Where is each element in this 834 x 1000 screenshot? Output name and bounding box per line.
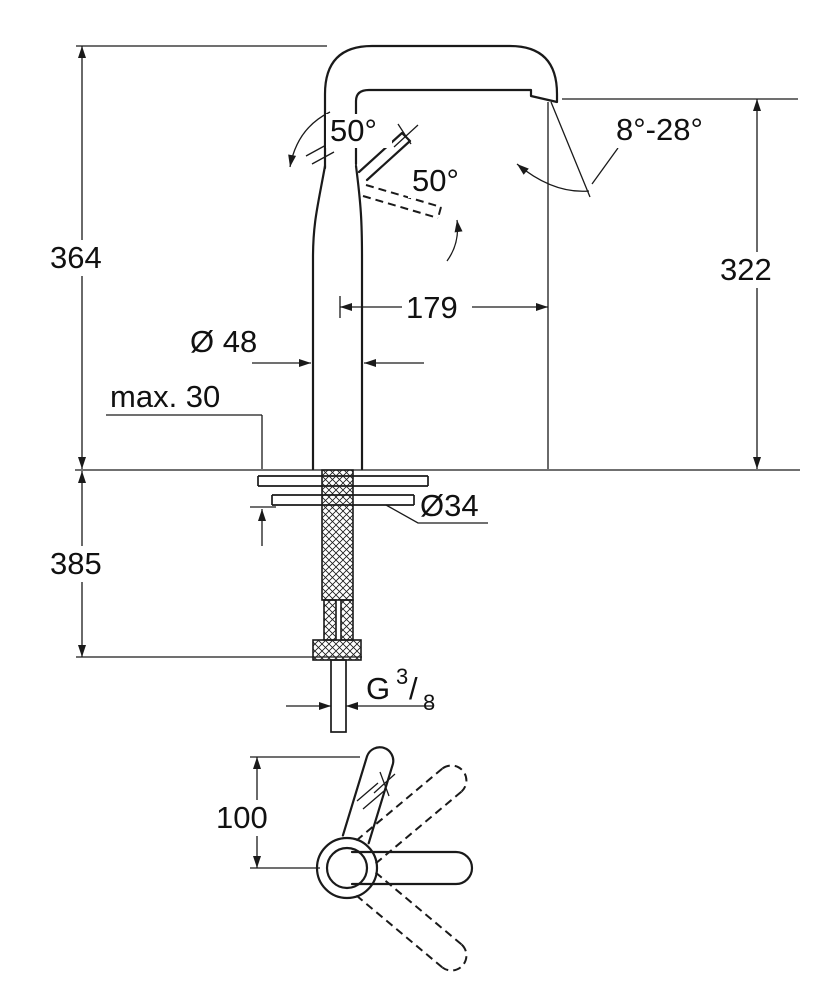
dim-364-label: 364 [50,240,102,275]
dimension-max-deck: max. 30 [106,379,276,546]
outlet-angle-ray [550,101,591,198]
top-spout-lever [356,771,396,810]
dim-100-label: 100 [216,800,268,835]
thread-prefix-label: G [366,671,390,706]
top-spout [341,746,395,845]
faucet-top-view: 100 [212,746,474,972]
dim-max30-label: max. 30 [110,379,220,414]
dimension-spout-reach: 179 [339,102,549,469]
supply-hose-left [323,599,337,641]
angle-handle-rotation: 50° [326,113,392,148]
dimension-outlet-height: 322 [562,98,798,469]
dimensions-side-view: 364 322 179 Ø 48 max. 30 [46,45,798,715]
handle-rotation-arc [288,111,331,168]
clamping-plates [257,475,429,506]
dimension-hole-diameter: Ø34 [385,488,488,524]
top-spout-dashed-up [355,764,468,865]
angle-outlet-range: 8°-28° [612,112,734,148]
angle-8-28-label: 8°-28° [616,112,703,147]
dimension-top-depth: 100 [212,756,360,869]
thread-denominator-label: 8 [423,690,435,715]
dimension-total-height: 364 [46,45,327,469]
handle-lift-arc [446,219,463,262]
outlet-angle-arc [516,163,590,192]
threaded-shaft [321,469,354,601]
dim-d48-label: Ø 48 [190,324,257,359]
angle-50-rotation-label: 50° [330,113,377,148]
handle-boss-circle [325,846,369,890]
handle-lever [305,123,419,182]
connection-tube [330,659,347,733]
dimension-thread: G 3 / 8 [286,664,435,715]
dim-d34-label: Ø34 [420,488,479,523]
dim-179-label: 179 [406,290,458,325]
dimension-under-counter: 385 [46,471,362,658]
body-left-edge [311,164,327,471]
outlet-angle-leader [591,147,619,185]
supply-hose-right [340,599,354,641]
dim-322-label: 322 [720,252,772,287]
dim-385-label: 385 [50,546,102,581]
handle-lever-dashed [362,184,442,219]
angle-50-lift-label: 50° [412,163,459,198]
angle-handle-lift: 50° [408,163,474,198]
dimension-body-diameter: Ø 48 [190,324,424,367]
top-spout-dashed-down [355,871,468,972]
thread-numerator-label: 3 [396,664,408,689]
faucet-side-view [75,44,800,733]
thread-slash-label: / [409,671,418,706]
spout-outline [323,44,559,170]
body-right-edge [354,164,364,471]
top-handle-lever [350,850,474,886]
